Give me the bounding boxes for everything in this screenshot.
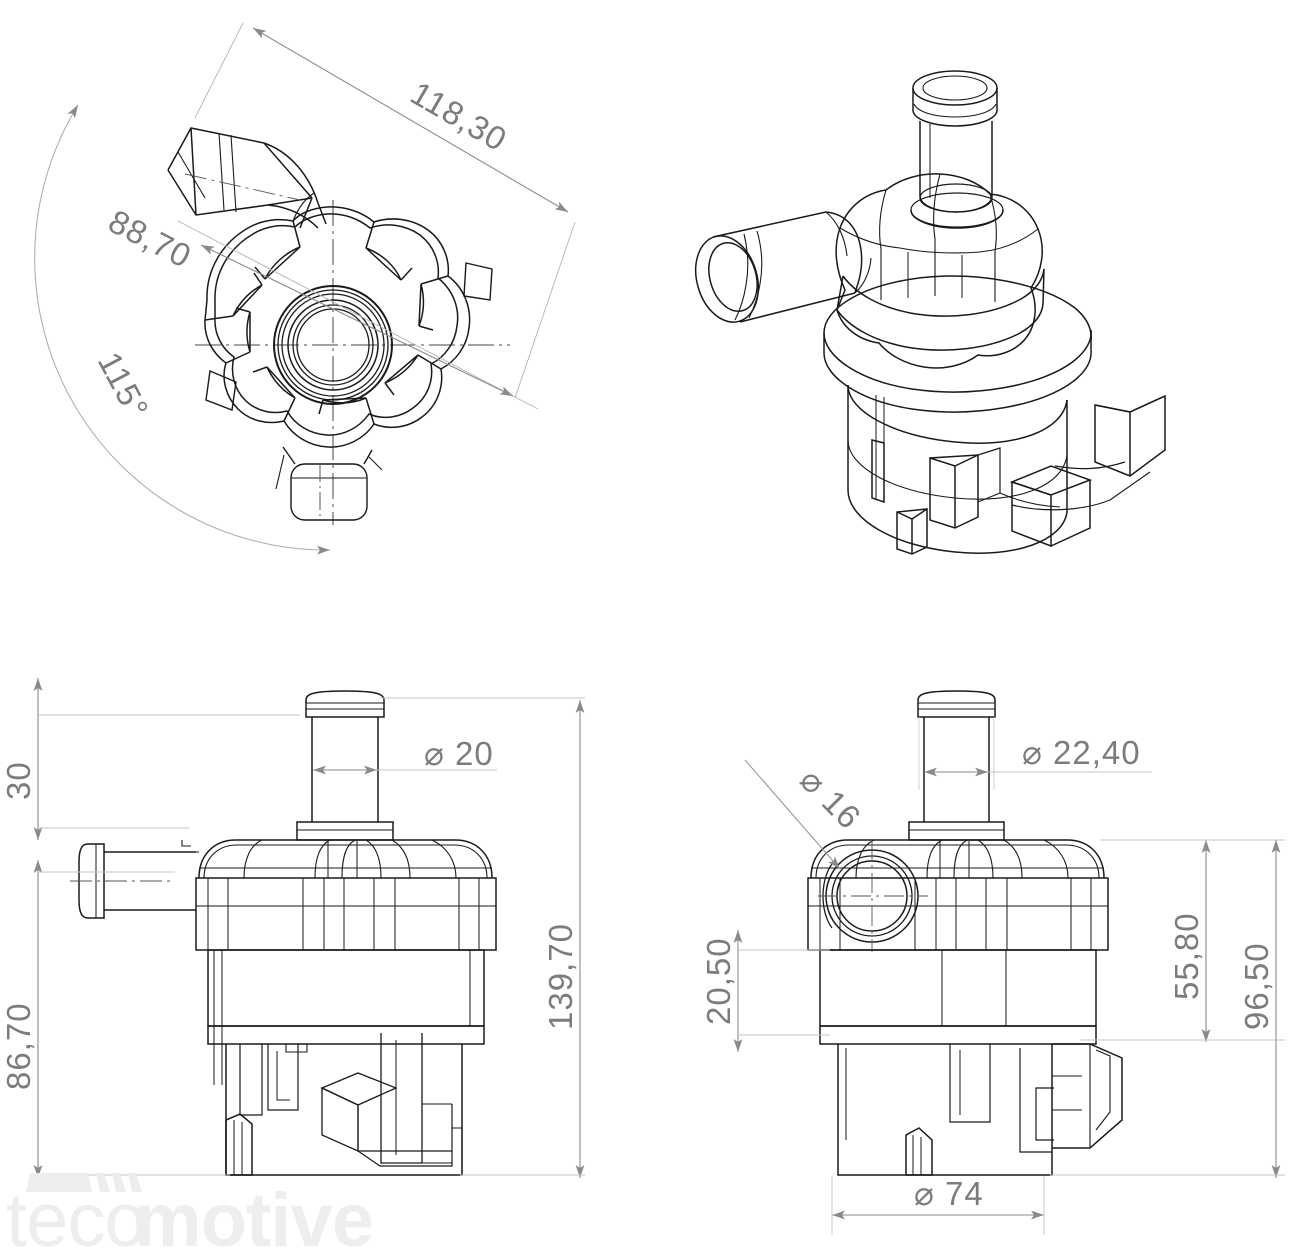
front-elevation-view: 30 86,70 139,70 ⌀ 20 bbox=[0, 678, 585, 1178]
iso-motor-can bbox=[847, 384, 1068, 554]
speed-stripes-logo bbox=[26, 1173, 142, 1192]
dim-label-dia-74: ⌀ 74 bbox=[914, 1175, 984, 1212]
side-base-features bbox=[837, 1043, 1123, 1176]
front-top-spigot bbox=[296, 690, 394, 841]
isometric-3d-view bbox=[694, 70, 1166, 555]
dim-label-86-70: 86,70 bbox=[0, 1002, 37, 1090]
top-plan-view: 118,30 88,70 115° bbox=[34, 22, 576, 555]
dimension-20-50: 20,50 bbox=[700, 930, 830, 1052]
side-top-spigot bbox=[908, 690, 1005, 841]
front-dome-cover bbox=[174, 839, 493, 879]
side-dome-cover bbox=[810, 839, 1105, 879]
mounting-lugs-top bbox=[205, 262, 493, 521]
side-inlet-end-circles bbox=[818, 840, 928, 952]
iso-upper-cover bbox=[835, 173, 1045, 369]
side-elevation-view: ⌀ 16 ⌀ 22,40 20,50 55,80 bbox=[700, 690, 1285, 1235]
dim-label-dia-22-40: ⌀ 22,40 bbox=[1022, 734, 1141, 771]
dimension-88-70: 88,70 bbox=[103, 202, 539, 410]
side-motor-can bbox=[819, 949, 1097, 1045]
watermark: teco motive bbox=[6, 1173, 374, 1250]
dimension-86-70: 86,70 bbox=[0, 860, 230, 1178]
dimension-dia-16: ⌀ 16 bbox=[744, 759, 869, 870]
front-motor-can bbox=[207, 949, 485, 1085]
dim-label-139-70: 139,70 bbox=[542, 923, 579, 1030]
dimension-dia-74: ⌀ 74 bbox=[831, 1175, 1045, 1235]
dimension-dia-20: ⌀ 20 bbox=[313, 735, 497, 775]
dim-label-20-50: 20,50 bbox=[700, 937, 737, 1025]
dim-label-dia-20: ⌀ 20 bbox=[424, 735, 494, 772]
dim-label-118-30: 118,30 bbox=[405, 74, 514, 158]
iso-side-inlet-pipe bbox=[694, 211, 872, 323]
front-base-features bbox=[225, 1033, 463, 1176]
dim-label-115-deg: 115° bbox=[91, 346, 156, 425]
dim-label-88-70: 88,70 bbox=[103, 202, 198, 275]
front-flange-band bbox=[195, 877, 497, 951]
dim-label-55-80: 55,80 bbox=[1168, 912, 1205, 1000]
dimension-30: 30 bbox=[0, 678, 300, 840]
dim-label-96-50: 96,50 bbox=[1238, 942, 1275, 1030]
dimension-139-70: 139,70 bbox=[380, 697, 585, 1178]
dimension-55-80: 55,80 bbox=[1080, 839, 1285, 1042]
dim-label-dia-16: ⌀ 16 bbox=[793, 761, 868, 836]
iso-base-features bbox=[871, 394, 1166, 555]
dim-label-30: 30 bbox=[0, 761, 37, 800]
side-flange-band bbox=[807, 877, 1109, 951]
pump-housing-outline bbox=[204, 206, 471, 448]
watermark-text-bold: motive bbox=[134, 1178, 373, 1250]
dimension-118-30: 118,30 bbox=[194, 22, 576, 399]
watermark-text-light: teco bbox=[6, 1178, 146, 1250]
front-side-inlet-pipe bbox=[70, 843, 196, 919]
dimension-96-50: 96,50 bbox=[1050, 840, 1285, 1178]
dimension-dia-22-40: ⌀ 22,40 bbox=[918, 717, 1152, 790]
centerlines bbox=[195, 200, 510, 525]
iso-top-outlet-spigot bbox=[910, 70, 1004, 229]
